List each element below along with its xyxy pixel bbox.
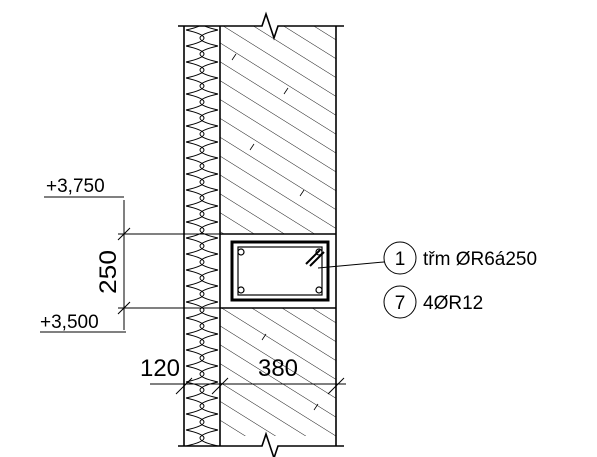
insulation-stroke [199, 173, 219, 191]
insulation-stroke [185, 413, 205, 431]
callout-1-marker: 1 [395, 249, 406, 270]
callout-leader [317, 241, 417, 319]
width-dimension [150, 377, 346, 395]
stirrup-hook [305, 249, 325, 267]
insulation-stroke [185, 157, 205, 175]
insulation-stroke [185, 125, 205, 143]
insulation-stroke [185, 381, 205, 399]
height-dimension [117, 200, 220, 330]
insulation-stroke [199, 45, 219, 63]
masonry-wall [220, 26, 336, 436]
insulation-stroke [185, 45, 205, 63]
insulation-stroke [185, 189, 205, 207]
insulation-stroke [199, 221, 219, 239]
insulation-stroke [185, 109, 205, 127]
insulation-stroke [203, 26, 219, 31]
insulation-stroke [185, 333, 205, 351]
bottom-level-label: +3,500 [40, 312, 99, 333]
insulation-stroke [185, 26, 201, 31]
insulation-stroke [199, 77, 219, 95]
insulation-stroke [199, 253, 219, 271]
insulation-stroke [185, 237, 205, 255]
wall-outline [178, 11, 344, 457]
insulation-stroke [199, 317, 219, 335]
top-level-label: +3,750 [46, 176, 105, 197]
insulation-stroke [199, 285, 219, 303]
wall-thickness-label: 380 [258, 355, 298, 382]
insulation-stroke [185, 61, 205, 79]
insulation-stroke [199, 349, 219, 367]
lintel-height-label: 250 [95, 250, 122, 294]
insulation-stroke [199, 125, 219, 143]
insulation-stroke [199, 157, 219, 175]
callout-1-text: třm ØR6á250 [423, 249, 537, 270]
insulation-stroke [199, 141, 219, 159]
insulation-stroke [199, 29, 219, 47]
thermal-insulation [185, 26, 219, 446]
insulation-stroke [185, 365, 205, 383]
insulation-stroke [185, 253, 205, 271]
insulation-stroke [199, 397, 219, 415]
insulation-stroke [199, 61, 219, 79]
callout-7-marker: 7 [395, 293, 406, 314]
insulation-stroke [185, 301, 205, 319]
lintel-stirrup [230, 240, 330, 302]
insulation-thickness-label: 120 [140, 355, 180, 382]
insulation-stroke [199, 93, 219, 111]
insulation-stroke [199, 205, 219, 223]
insulation-stroke [199, 333, 219, 351]
insulation-stroke [185, 397, 205, 415]
insulation-stroke [199, 109, 219, 127]
callout-7-text: 4ØR12 [423, 293, 483, 314]
insulation-stroke [199, 429, 219, 446]
insulation-stroke [185, 77, 205, 95]
level-markers [40, 196, 126, 333]
insulation-stroke [185, 285, 205, 303]
insulation-stroke [185, 141, 205, 159]
insulation-stroke [215, 445, 218, 446]
insulation-stroke [199, 189, 219, 207]
insulation-stroke [185, 317, 205, 335]
insulation-stroke [199, 365, 219, 383]
insulation-stroke [185, 429, 205, 446]
insulation-stroke [185, 269, 205, 287]
insulation-stroke [199, 413, 219, 431]
insulation-stroke [185, 205, 205, 223]
insulation-stroke [199, 237, 219, 255]
insulation-stroke [186, 445, 189, 446]
longitudinal-bars [237, 248, 323, 294]
insulation-stroke [199, 301, 219, 319]
insulation-stroke [185, 29, 205, 47]
insulation-stroke [199, 269, 219, 287]
insulation-stroke [185, 93, 205, 111]
insulation-stroke [185, 349, 205, 367]
insulation-stroke [185, 173, 205, 191]
insulation-stroke [185, 221, 205, 239]
insulation-stroke [199, 381, 219, 399]
